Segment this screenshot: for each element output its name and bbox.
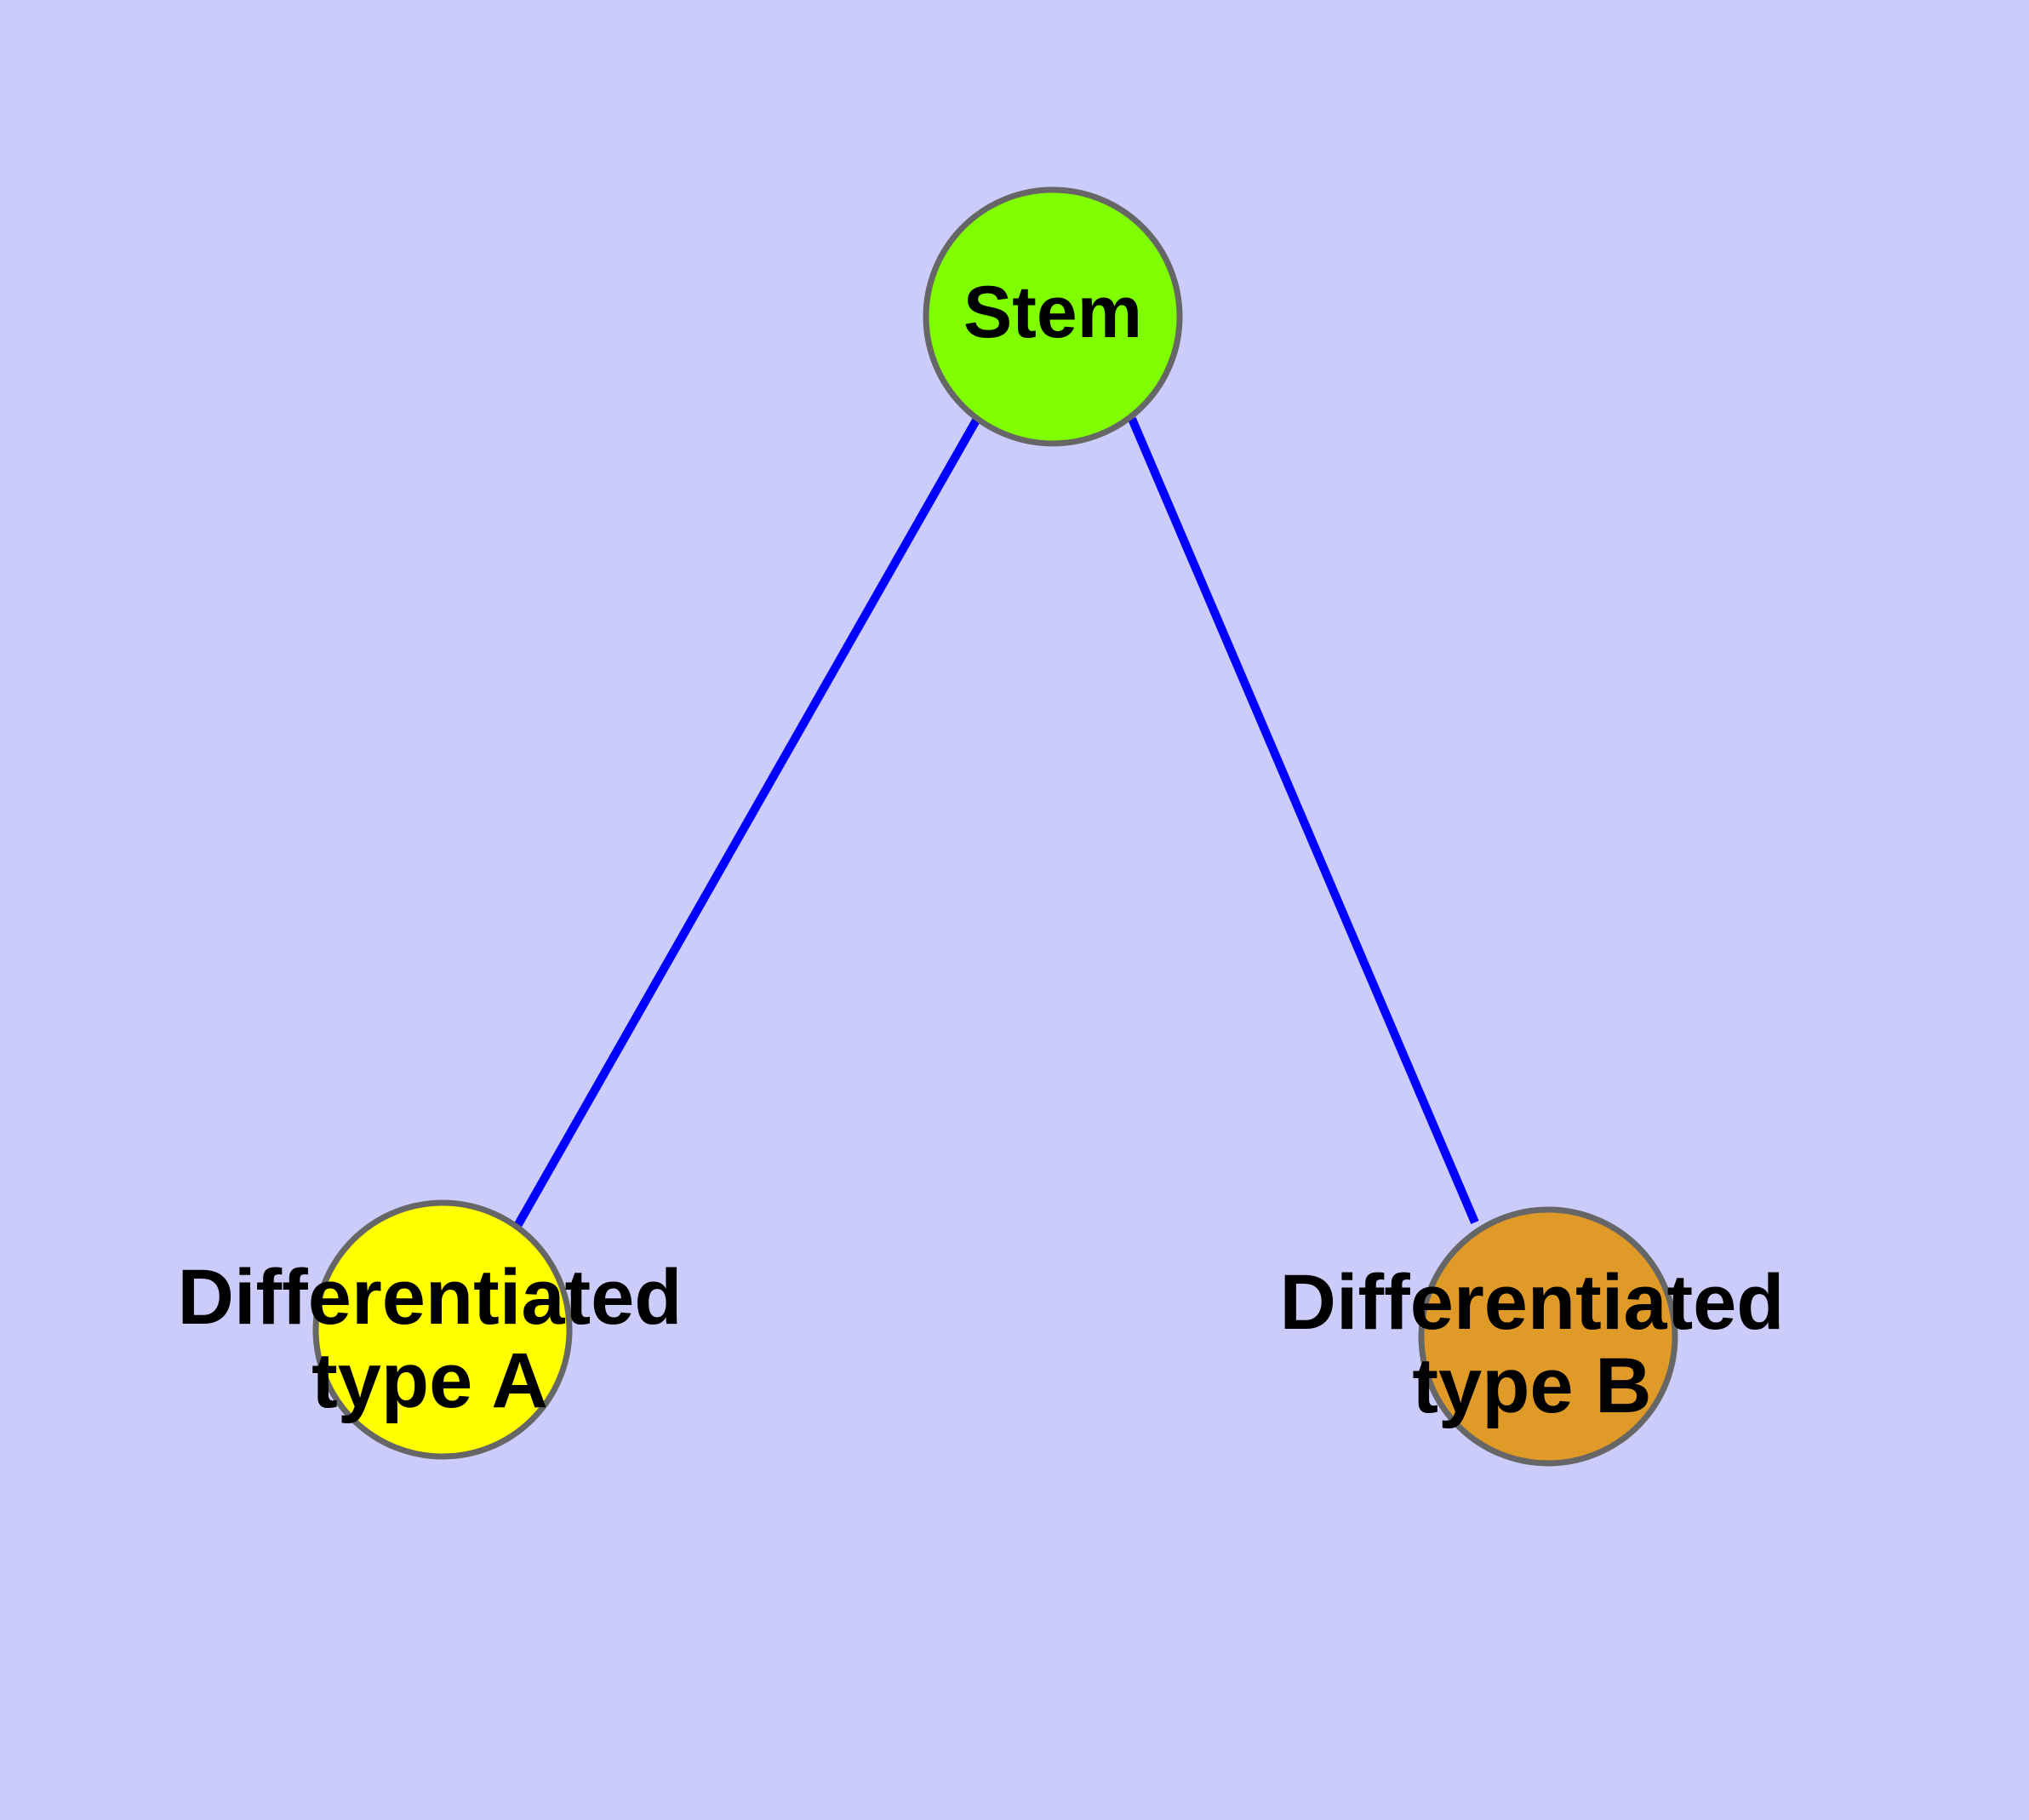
node-layer xyxy=(312,186,1678,1467)
edge-layer xyxy=(513,416,1479,1228)
edge-stem-to-differentiated-type-b[interactable] xyxy=(1128,417,1479,1224)
node-differentiated-type-b[interactable] xyxy=(1418,1206,1678,1467)
node-stem[interactable] xyxy=(923,186,1183,447)
node-differentiated-type-a[interactable] xyxy=(312,1199,573,1460)
edge-stem-to-differentiated-type-a[interactable] xyxy=(513,416,981,1228)
